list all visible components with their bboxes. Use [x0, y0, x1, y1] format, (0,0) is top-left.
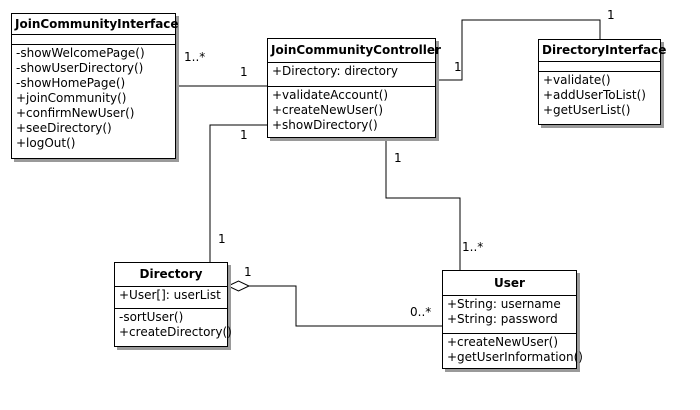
edge-controller-user — [385, 138, 461, 270]
operation: +createNewUser() — [447, 335, 559, 349]
aggregation-diamond — [226, 280, 251, 292]
class-name: User — [443, 271, 576, 296]
multiplicity-label: 1 — [240, 65, 248, 79]
attributes-section: +String: username +String: password — [443, 296, 576, 334]
operation: +seeDirectory() — [16, 121, 112, 135]
operations-section: -sortUser() +createDirectory() — [115, 309, 232, 341]
operation: +createDirectory() — [119, 325, 232, 339]
class-directory[interactable]: Directory +User[]: userList -sortUser() … — [114, 262, 232, 347]
attributes-section — [539, 62, 660, 72]
multiplicity-label: 1 — [454, 60, 462, 74]
operation: +validateAccount() — [272, 88, 389, 102]
operations-section: +createNewUser() +getUserInformation() — [443, 334, 583, 366]
attributes-section: +Directory: directory — [268, 63, 435, 87]
operation: +showDirectory() — [272, 118, 378, 132]
multiplicity-label: 1 — [244, 265, 252, 279]
multiplicity-label: 1 — [218, 232, 226, 246]
class-user[interactable]: User +String: username +String: password… — [442, 270, 583, 369]
operations-section: -showWelcomePage() -showUserDirectory() … — [12, 45, 175, 152]
operation: +joinCommunity() — [16, 91, 127, 105]
attribute: +Directory: directory — [272, 64, 399, 78]
multiplicity-label: 0..* — [410, 305, 432, 319]
operation: -showUserDirectory() — [16, 61, 144, 75]
operation: +addUserToList() — [543, 88, 646, 102]
attribute: +User[]: userList — [119, 288, 221, 302]
class-name: JoinCommunityController — [268, 39, 441, 63]
attributes-section — [12, 35, 175, 45]
attribute: +String: password — [447, 312, 558, 326]
operations-section: +validate() +addUserToList() +getUserLis… — [539, 72, 660, 119]
class-name: Directory — [115, 263, 227, 287]
operation: +logOut() — [16, 136, 76, 150]
edge-interface-controller — [175, 70, 267, 87]
edge-controller-directory — [209, 124, 267, 262]
multiplicity-label: 1 — [240, 128, 248, 142]
multiplicity-label: 1 — [607, 8, 615, 22]
operation: +confirmNewUser() — [16, 106, 135, 120]
edge-directory-user — [249, 285, 442, 327]
class-join-community-controller[interactable]: JoinCommunityController +Directory: dire… — [267, 38, 441, 138]
class-join-community-interface[interactable]: JoinCommunityInterface -showWelcomePage(… — [11, 13, 179, 159]
operations-section: +validateAccount() +createNewUser() +sho… — [268, 87, 435, 134]
attributes-section: +User[]: userList — [115, 287, 227, 309]
operation: +createNewUser() — [272, 103, 384, 117]
operation: +getUserInformation() — [447, 350, 583, 364]
multiplicity-label: 1 — [394, 151, 402, 165]
class-directory-interface[interactable]: DirectoryInterface +validate() +addUserT… — [538, 39, 666, 125]
multiplicity-label: 1..* — [184, 50, 206, 64]
multiplicity-label: 1..* — [462, 240, 484, 254]
operation: +validate() — [543, 73, 611, 87]
operation: -showHomePage() — [16, 76, 126, 90]
edge-controller-directory-interface — [436, 19, 601, 81]
class-name: JoinCommunityInterface — [12, 14, 179, 35]
attribute: +String: username — [447, 297, 561, 311]
operation: -sortUser() — [119, 310, 184, 324]
class-name: DirectoryInterface — [539, 40, 666, 62]
operation: +getUserList() — [543, 103, 631, 117]
operation: -showWelcomePage() — [16, 46, 145, 60]
